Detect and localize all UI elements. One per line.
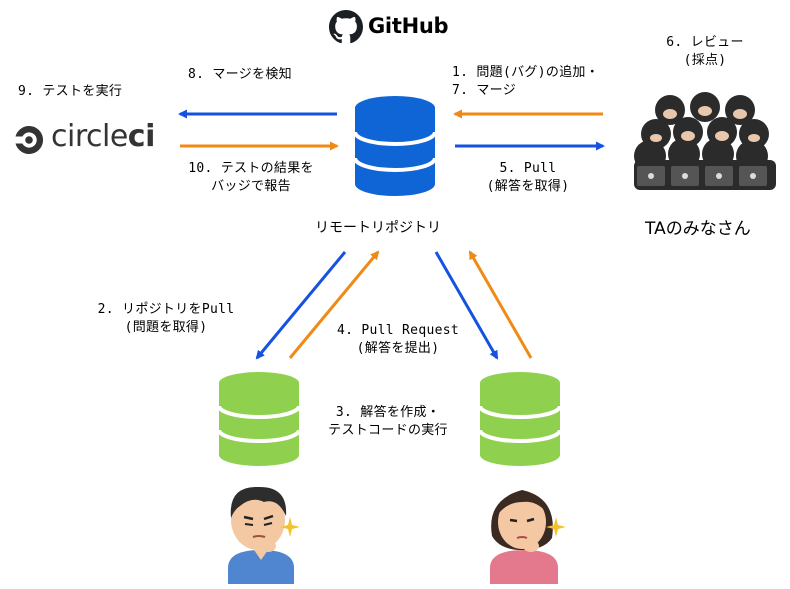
arrow-pull-request-b	[468, 250, 533, 359]
sparkle-icon	[546, 517, 566, 537]
circleci-part2: ci	[127, 119, 156, 154]
step-5-line1: 5. Pull	[499, 161, 557, 176]
step-4-line1: 4. Pull Request	[337, 323, 459, 338]
ta-group-label: TAのみなさん	[645, 219, 751, 239]
step-1-line1: 1. 問題(バグ)の追加・	[452, 65, 600, 80]
student-b-avatar-icon	[490, 490, 558, 584]
github-octocat-icon	[329, 10, 363, 44]
step-3-line2: テストコードの実行	[328, 423, 448, 438]
step-3-line1: 3. 解答を作成・	[335, 405, 441, 420]
step-10-label: 10. テストの結果を バッジで報告	[165, 160, 337, 196]
step-10-line2: バッジで報告	[211, 179, 291, 194]
step-6-line1: 6. レビュー	[666, 35, 744, 50]
sparkle-icon	[280, 517, 300, 537]
step-7-line2: 7. マージ	[452, 83, 517, 98]
remote-repo-database-icon	[353, 96, 437, 196]
student-a-database-icon	[217, 372, 301, 466]
circleci-logo-icon	[15, 125, 44, 154]
circleci-wordmark: circleci	[51, 120, 155, 154]
step-5-label: 5. Pull (解答を取得)	[462, 160, 594, 196]
github-label: GitHub	[368, 14, 449, 38]
student-a-avatar-icon	[228, 486, 294, 584]
arrow-pull-request-a	[288, 250, 380, 359]
remote-repo-label: リモートリポジトリ	[315, 220, 441, 236]
step-2-line1: 2. リポジトリをPull	[97, 302, 235, 317]
step-4-line2: (解答を提出)	[356, 341, 440, 356]
arrow-pull-repo-a	[255, 251, 347, 360]
circleci-part1: circle	[51, 119, 128, 154]
step-2-line2: (問題を取得)	[124, 320, 208, 335]
step-1-label: 1. 問題(バグ)の追加・ 7. マージ	[452, 64, 599, 100]
step-6-line2: (採点)	[683, 53, 727, 68]
step-3-label: 3. 解答を作成・ テストコードの実行	[300, 404, 476, 440]
step-8-label: 8. マージを検知	[188, 67, 292, 82]
step-10-line1: 10. テストの結果を	[188, 161, 314, 176]
step-5-line2: (解答を取得)	[486, 179, 570, 194]
student-b-database-icon	[478, 372, 562, 466]
step-2-label: 2. リポジトリをPull (問題を取得)	[75, 301, 257, 337]
step-9-label: 9. テストを実行	[18, 84, 123, 99]
step-4-label: 4. Pull Request (解答を提出)	[318, 322, 478, 358]
ta-group-icon	[634, 92, 776, 190]
arrow-pull-repo-b	[434, 251, 499, 360]
step-6-label: 6. レビュー (採点)	[650, 34, 760, 70]
